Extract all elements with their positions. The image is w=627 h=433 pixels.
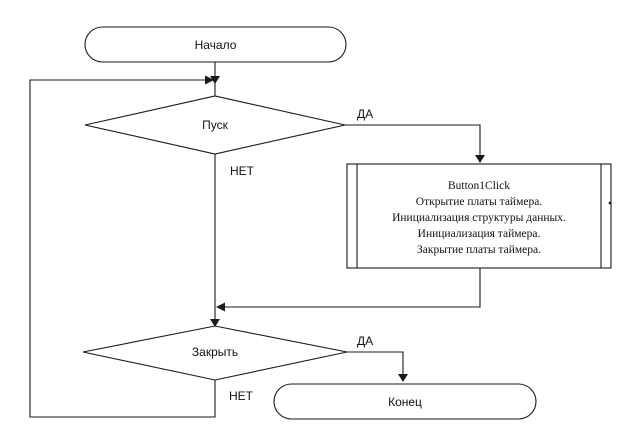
process-line-5: Закрытие платы таймера. — [417, 244, 541, 256]
decision-pusk-no: НЕТ — [230, 164, 255, 178]
process-line-4: Инициализация таймера. — [418, 228, 541, 240]
process-edge-dot — [608, 201, 612, 205]
process-button1click — [346, 163, 612, 269]
arrowhead-return — [216, 302, 225, 312]
decision-pusk-label: Пуск — [202, 118, 228, 132]
connector-pusk-yes — [345, 124, 481, 155]
connector-process-return — [225, 268, 481, 308]
arrowhead-end — [398, 374, 408, 382]
connector-zakryt-yes — [347, 351, 404, 374]
process-line-3: Инициализация структуры данных. — [392, 212, 566, 224]
connector-zakryt-no-loop — [29, 79, 216, 418]
decision-zakryt — [82, 325, 348, 381]
start-terminator — [84, 26, 347, 63]
arrowhead-start — [210, 76, 220, 84]
decision-pusk-yes: ДА — [357, 107, 373, 121]
start-label: Начало — [195, 38, 237, 52]
decision-zakryt-yes: ДА — [357, 334, 373, 348]
process-line-1: Button1Click — [448, 180, 510, 192]
decision-zakryt-label: Закрыть — [192, 345, 238, 359]
end-label: Конец — [388, 395, 422, 409]
end-terminator — [273, 383, 537, 420]
arrowhead-zakryt — [210, 319, 220, 327]
decision-zakryt-no: НЕТ — [229, 389, 254, 403]
process-line-2: Открытие платы таймера. — [416, 196, 543, 208]
arrowhead-loop-entry — [205, 75, 214, 85]
arrowhead-process — [475, 155, 485, 163]
decision-pusk — [84, 95, 346, 155]
